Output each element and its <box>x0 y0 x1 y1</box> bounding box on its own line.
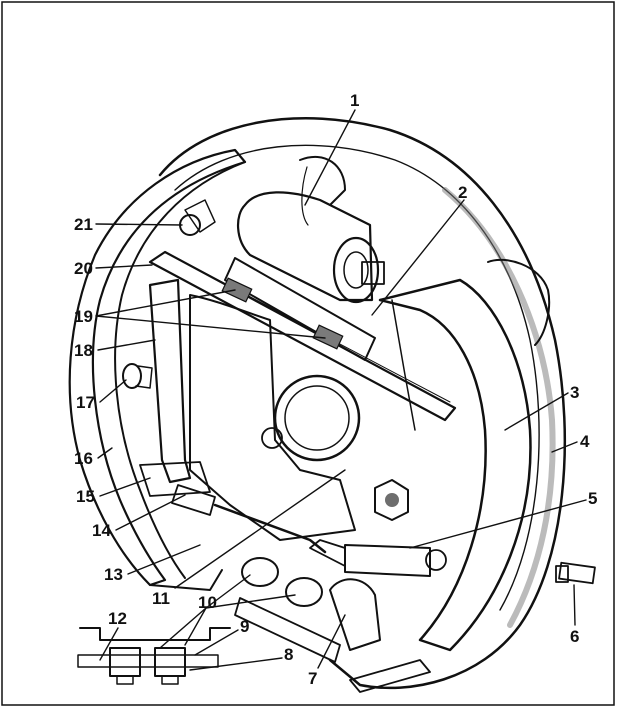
leader-2 <box>371 199 465 316</box>
leader-5 <box>409 499 587 549</box>
leading-brake-shoe <box>68 148 247 591</box>
callout-8: 8 <box>284 645 293 664</box>
leader-12 <box>99 627 119 661</box>
leader-10a <box>159 607 207 649</box>
leader-16 <box>97 447 113 459</box>
callout-3: 3 <box>570 383 579 402</box>
upper-return-spring <box>221 257 376 361</box>
hub-center <box>261 374 409 521</box>
callout-15: 15 <box>76 487 95 506</box>
callout-13: 13 <box>104 565 123 584</box>
leader-7 <box>317 614 346 669</box>
leader-20 <box>95 264 153 269</box>
callout-17: 17 <box>76 393 95 412</box>
leader-14 <box>115 494 186 531</box>
leader-11 <box>174 469 346 589</box>
callout-18: 18 <box>74 341 93 360</box>
adjuster-spring <box>171 484 327 554</box>
callout-2: 2 <box>458 183 467 202</box>
leader-15 <box>99 477 151 497</box>
callout-labels: 1 2 3 4 5 6 7 8 9 10 11 12 13 14 15 16 1… <box>74 91 597 688</box>
callout-1: 1 <box>350 91 359 110</box>
callout-6: 6 <box>570 627 579 646</box>
backing-plate <box>158 117 567 690</box>
leader-19b <box>95 315 326 339</box>
trailing-brake-shoe <box>378 278 532 652</box>
leader-8 <box>189 657 283 671</box>
leader-10b <box>184 607 207 646</box>
leader-21 <box>95 223 183 226</box>
callout-21: 21 <box>74 215 93 234</box>
inset-cross-section <box>77 627 231 685</box>
leader-lines <box>95 109 587 671</box>
wheel-cylinder <box>237 155 385 304</box>
leader-3 <box>504 392 569 431</box>
callout-4: 4 <box>580 432 590 451</box>
callout-16: 16 <box>74 449 93 468</box>
callout-7: 7 <box>308 669 317 688</box>
callout-5: 5 <box>588 489 597 508</box>
callout-11: 11 <box>152 589 170 608</box>
parking-brake-lever <box>139 278 211 497</box>
callout-9: 9 <box>240 617 249 636</box>
shoe-web <box>189 294 356 541</box>
leader-13 <box>127 544 201 575</box>
leader-6 <box>573 584 576 626</box>
callout-14: 14 <box>92 521 111 540</box>
leader-19a <box>95 289 236 317</box>
leader-10c <box>205 574 251 609</box>
callout-19: 19 <box>74 307 93 326</box>
shoe-hold-down <box>234 557 431 693</box>
leader-18 <box>97 339 156 351</box>
wheel-stud <box>487 258 596 585</box>
leader-17 <box>99 379 127 403</box>
lower-return-spring <box>309 539 447 577</box>
leader-9 <box>194 629 239 656</box>
leader-1 <box>304 109 356 206</box>
leader-10d <box>205 594 296 609</box>
leader-4 <box>551 441 578 453</box>
callout-12: 12 <box>108 609 127 628</box>
callout-10: 10 <box>198 593 217 612</box>
callout-20: 20 <box>74 259 93 278</box>
